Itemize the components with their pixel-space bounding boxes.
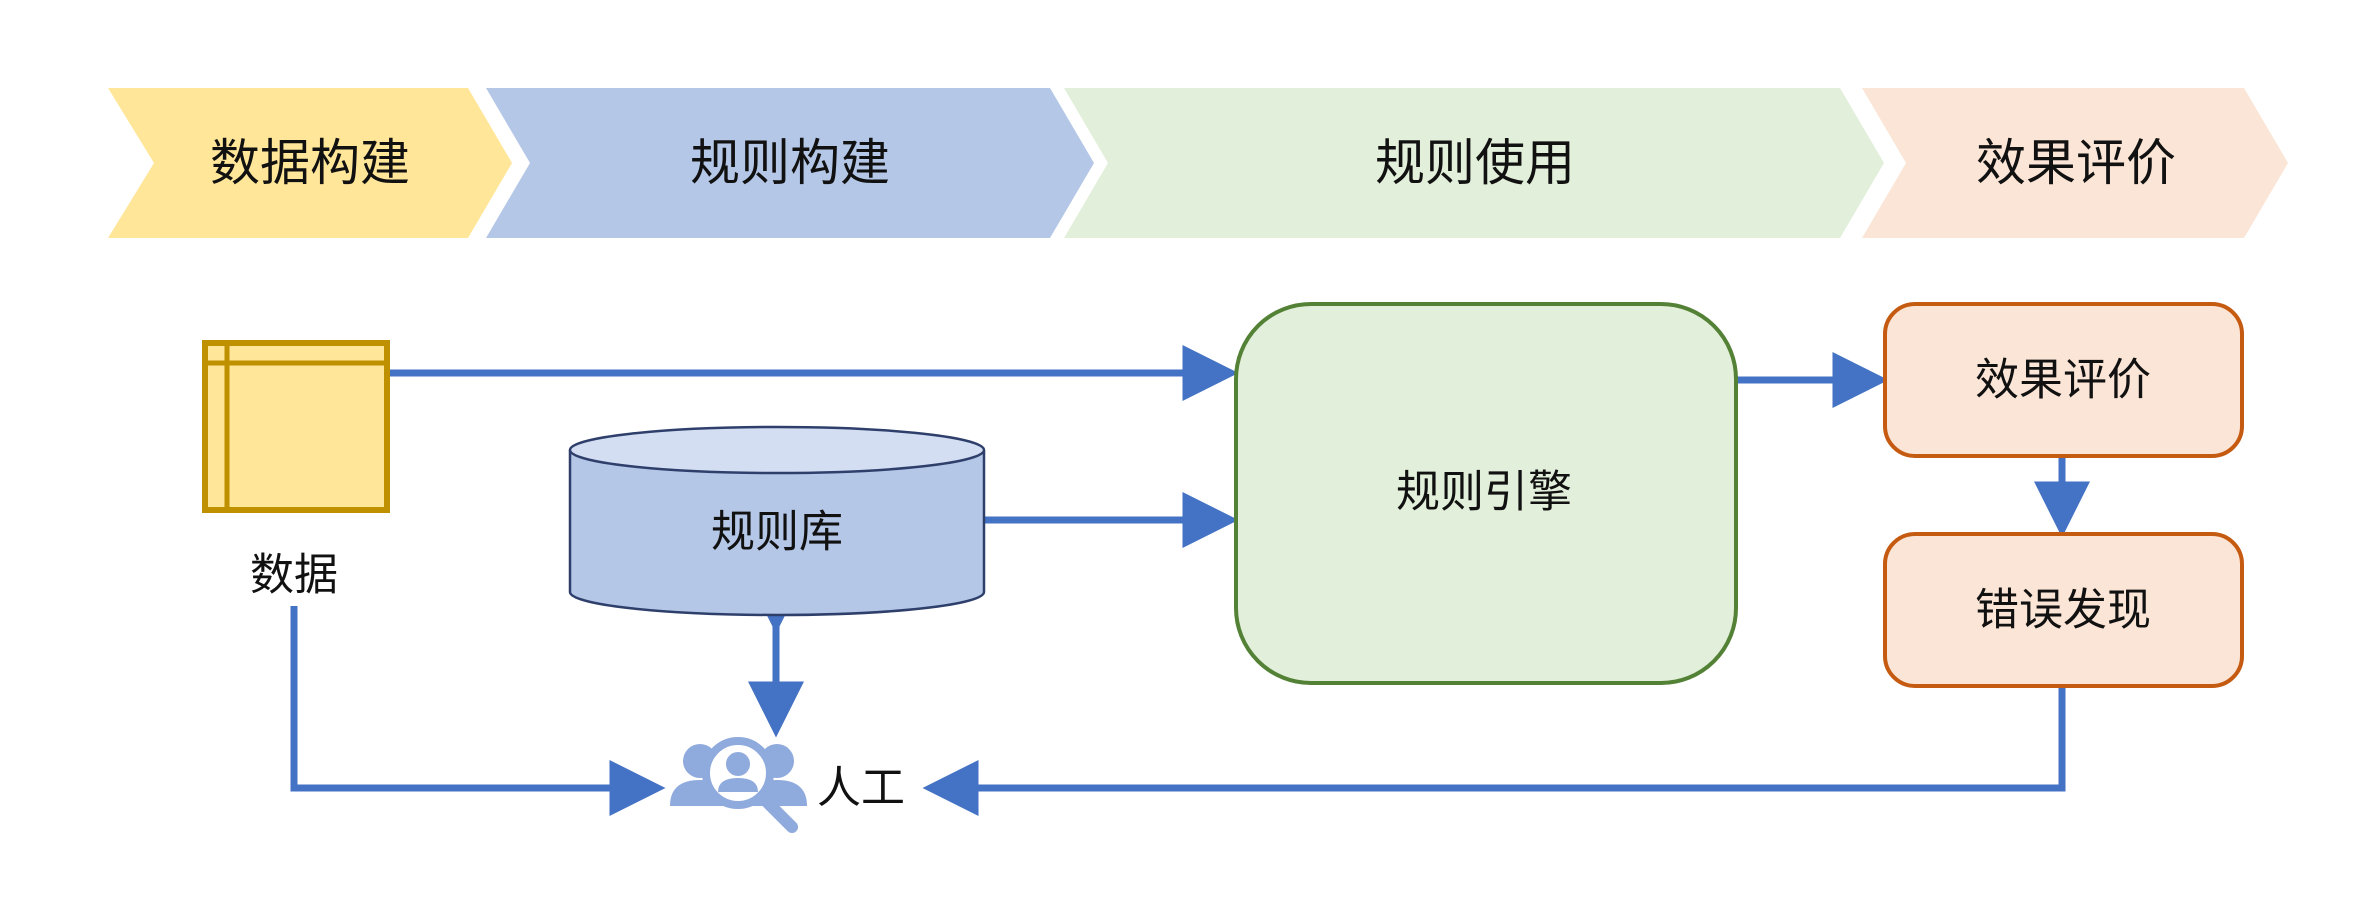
stage-chevron-rule-use <box>1064 88 1884 238</box>
effect-evaluation-label: 效果评价 <box>1975 355 2151 406</box>
rule-library-label: 规则库 <box>711 507 843 558</box>
rule-engine-node: 规则引擎 <box>1234 302 1738 685</box>
manual-node: 人工 <box>670 737 905 833</box>
stage-banner: 数据构建 规则构建 规则使用 效果评价 <box>108 88 2288 238</box>
table-icon <box>202 340 390 513</box>
people-search-icon <box>670 737 807 833</box>
stage-label-rule-build: 规则构建 <box>690 134 890 192</box>
arrow-data-to-manual <box>290 606 666 816</box>
stage-label-effect-eval: 效果评价 <box>1976 134 2176 192</box>
arrow-error-to-manual <box>922 688 2066 816</box>
stage-chevron-effect-eval <box>1862 88 2288 238</box>
rule-library-node: 规则库 <box>568 425 986 617</box>
effect-evaluation-node: 效果评价 <box>1883 302 2244 458</box>
stage-label-rule-use: 规则使用 <box>1375 134 1575 192</box>
rule-engine-label: 规则引擎 <box>1396 467 1572 518</box>
error-discovery-label: 错误发现 <box>1975 585 2151 636</box>
connectors <box>290 345 2090 816</box>
stage-chevron-data-build <box>108 88 512 238</box>
manual-label: 人工 <box>817 763 905 814</box>
error-discovery-node: 错误发现 <box>1883 532 2244 688</box>
data-node: 数据 <box>202 340 390 601</box>
stage-label-data-build: 数据构建 <box>210 134 410 192</box>
database-cylinder-icon <box>568 425 986 617</box>
stage-chevron-rule-build <box>486 88 1094 238</box>
data-label: 数据 <box>250 550 338 601</box>
